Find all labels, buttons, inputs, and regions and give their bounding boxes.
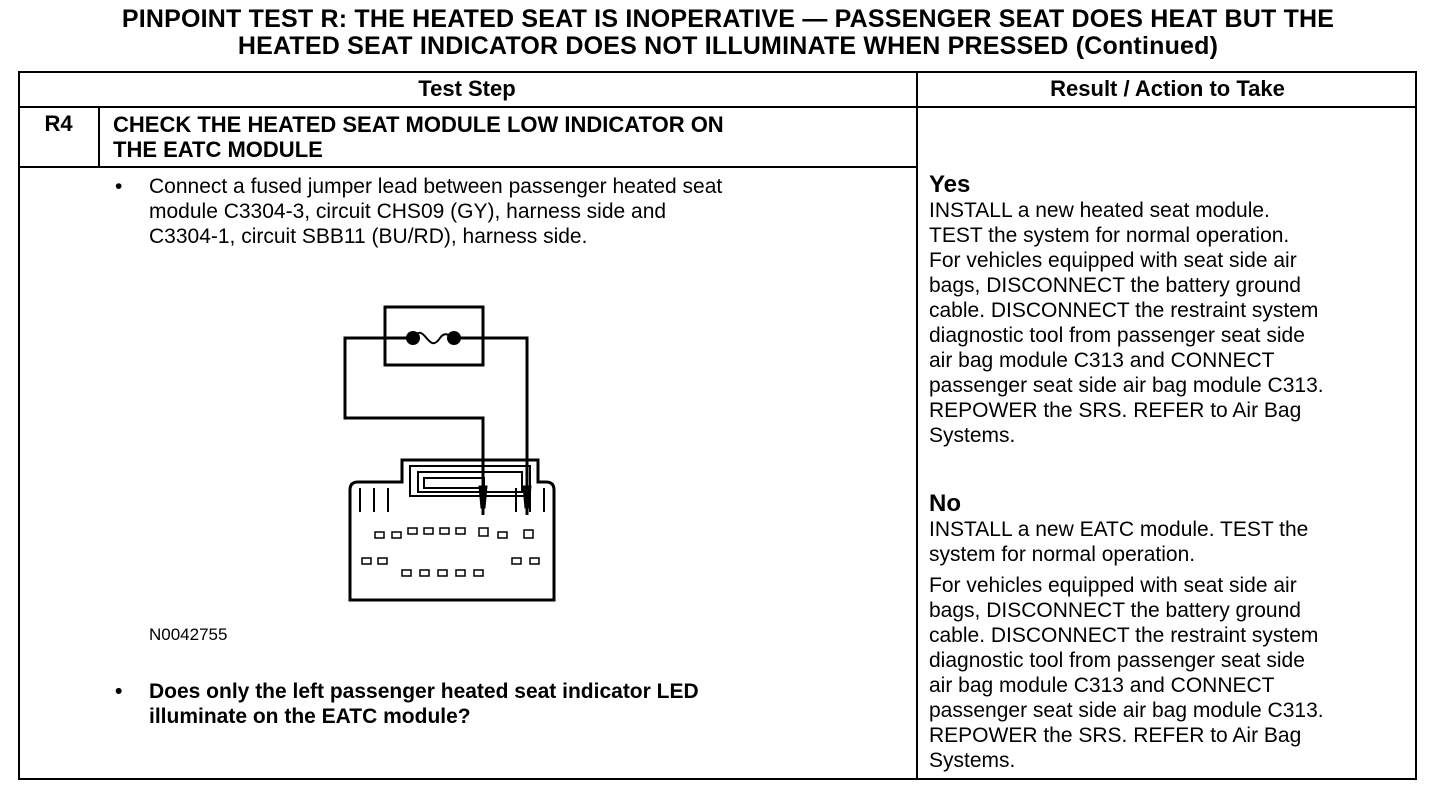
result-no: No INSTALL a new EATC module. TEST the s… [929,491,1413,773]
instruction-line-3: C3304-1, circuit SBB11 (BU/RD), harness … [149,225,588,248]
probe-tip-right [522,485,532,509]
bullet-symbol: • [115,680,123,703]
title-line-2: HEATED SEAT INDICATOR DOES NOT ILLUMINAT… [237,32,1219,60]
fuse-housing [383,305,485,367]
step-title: CHECK THE HEATED SEAT MODULE LOW INDICAT… [113,112,893,162]
result-yes: Yes INSTALL a new heated seat module. TE… [929,172,1413,448]
title-line-1: PINPOINT TEST R: THE HEATED SEAT IS INOP… [121,5,1335,33]
result-no-line: For vehicles equipped with seat side air [929,574,1297,597]
result-no-line: diagnostic tool from passenger seat side [929,649,1305,672]
page-title: PINPOINT TEST R: THE HEATED SEAT IS INOP… [0,6,1456,60]
result-yes-line: REPOWER the SRS. REFER to Air Bag [929,399,1302,422]
step-number-divider [98,106,100,167]
bullet-symbol: • [115,175,123,198]
step-number: R4 [44,111,73,136]
result-no-line: Systems. [929,749,1016,772]
question-text: Does only the left passenger heated seat… [149,679,869,729]
instruction-text: Connect a fused jumper lead between pass… [149,174,869,249]
result-yes-line: Systems. [929,424,1016,447]
header-test-step: Test Step [418,76,516,101]
result-yes-line: For vehicles equipped with seat side air [929,249,1297,272]
result-no-line: REPOWER the SRS. REFER to Air Bag [929,724,1302,747]
instruction-line-2: module C3304-3, circuit CHS09 (GY), harn… [149,200,667,223]
result-yes-line: diagnostic tool from passenger seat side [929,324,1305,347]
column-divider [916,71,918,780]
question-line-1: Does only the left passenger heated seat… [149,680,699,703]
figure-id: N0042755 [149,625,228,644]
fuse-terminal-left [406,331,420,345]
instruction-line-1: Connect a fused jumper lead between pass… [149,175,723,198]
result-yes-line: passenger seat side air bag module C313. [929,374,1324,397]
header-rule [18,106,1417,108]
result-yes-line: INSTALL a new heated seat module. [929,199,1270,222]
probe-tip-left [478,485,488,509]
result-no-label: No [929,490,961,517]
pinpoint-table [18,71,1417,780]
result-no-line: system for normal operation. [929,543,1196,566]
result-no-line: INSTALL a new EATC module. TEST the [929,518,1309,541]
result-no-line: air bag module C313 and CONNECT [929,674,1275,697]
connector-lock-tab [409,465,531,497]
result-yes-line: cable. DISCONNECT the restraint system [929,299,1319,322]
result-no-line: bags, DISCONNECT the battery ground [929,599,1301,622]
result-yes-line: bags, DISCONNECT the battery ground [929,274,1301,297]
instruction-bullet: • Connect a fused jumper lead between pa… [113,174,869,249]
result-yes-line: air bag module C313 and CONNECT [929,349,1275,372]
step-title-line-1: CHECK THE HEATED SEAT MODULE LOW INDICAT… [113,112,724,137]
header-result-action: Result / Action to Take [1050,76,1285,101]
question-line-2: illuminate on the EATC module? [149,705,471,728]
step-title-line-2: THE EATC MODULE [113,137,323,162]
question-bullet: • Does only the left passenger heated se… [113,679,869,729]
result-yes-line: TEST the system for normal operation. [929,224,1290,247]
fuse-terminal-right [447,331,461,345]
connector-body [348,458,556,602]
result-no-line: passenger seat side air bag module C313. [929,699,1324,722]
jumper-wire-left [343,336,485,515]
step-title-rule [18,166,918,168]
jumper-lead-connector-diagram [343,305,556,602]
result-yes-label: Yes [929,171,971,198]
jumper-wire-right [454,336,529,515]
result-no-line: cable. DISCONNECT the restraint system [929,624,1319,647]
